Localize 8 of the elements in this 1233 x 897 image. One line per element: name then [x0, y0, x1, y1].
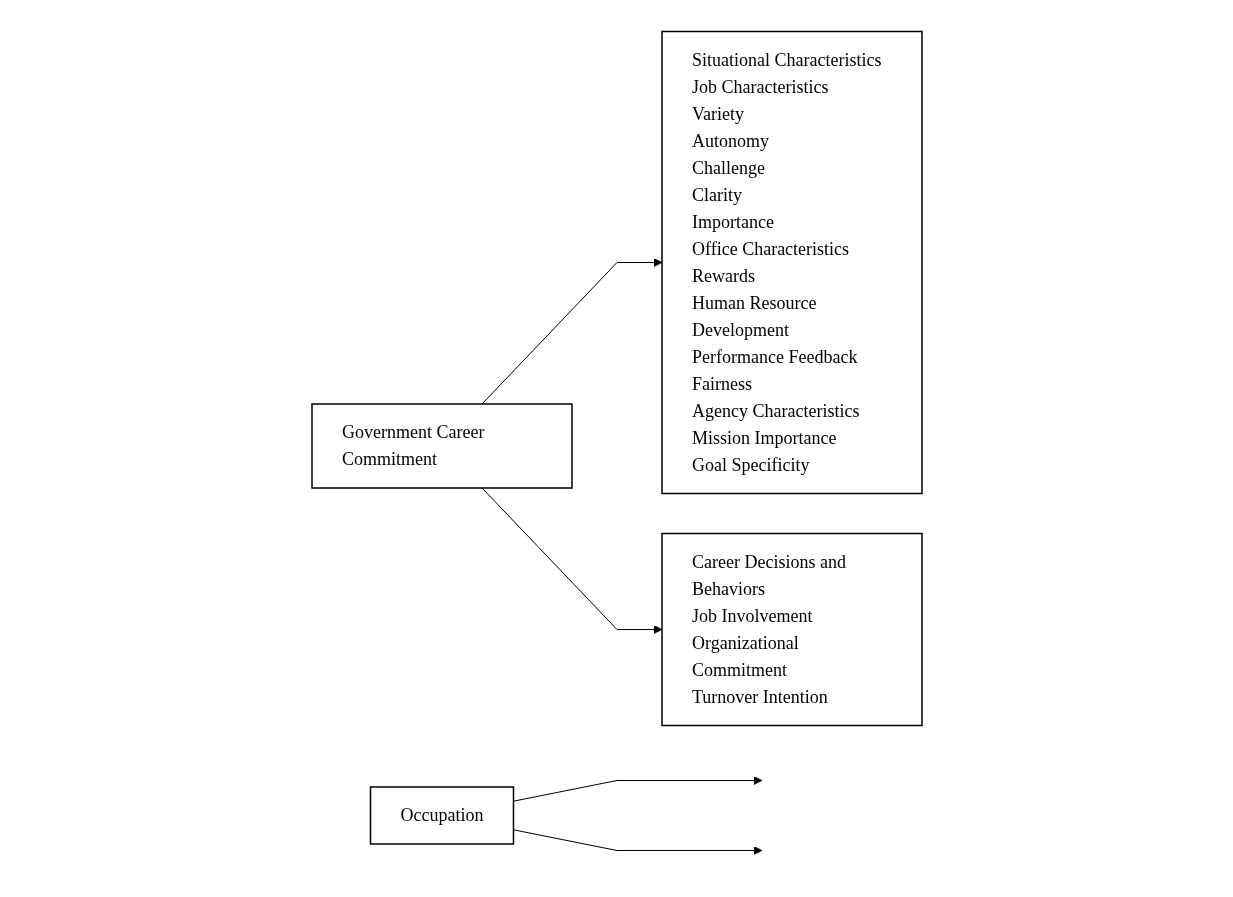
arrow	[512, 829, 762, 855]
arrow	[481, 487, 662, 634]
arrow	[481, 258, 662, 405]
node-box: Occupation	[369, 786, 514, 845]
arrow	[512, 776, 762, 802]
node-box: Career Decisions and Behaviors Job Involvement Organizational Commitment Turnover Intention	[660, 532, 923, 727]
node-box: Government Career Commitment	[310, 403, 573, 489]
node-box: Situational Characteristics Job Characteristics Variety Autonomy Challenge Clarity Importance Office Characteristics Rewards Human Resource Development Performance Feedback Fairness Agency Characteristics Mission Importance Goal Specificity	[660, 30, 923, 495]
